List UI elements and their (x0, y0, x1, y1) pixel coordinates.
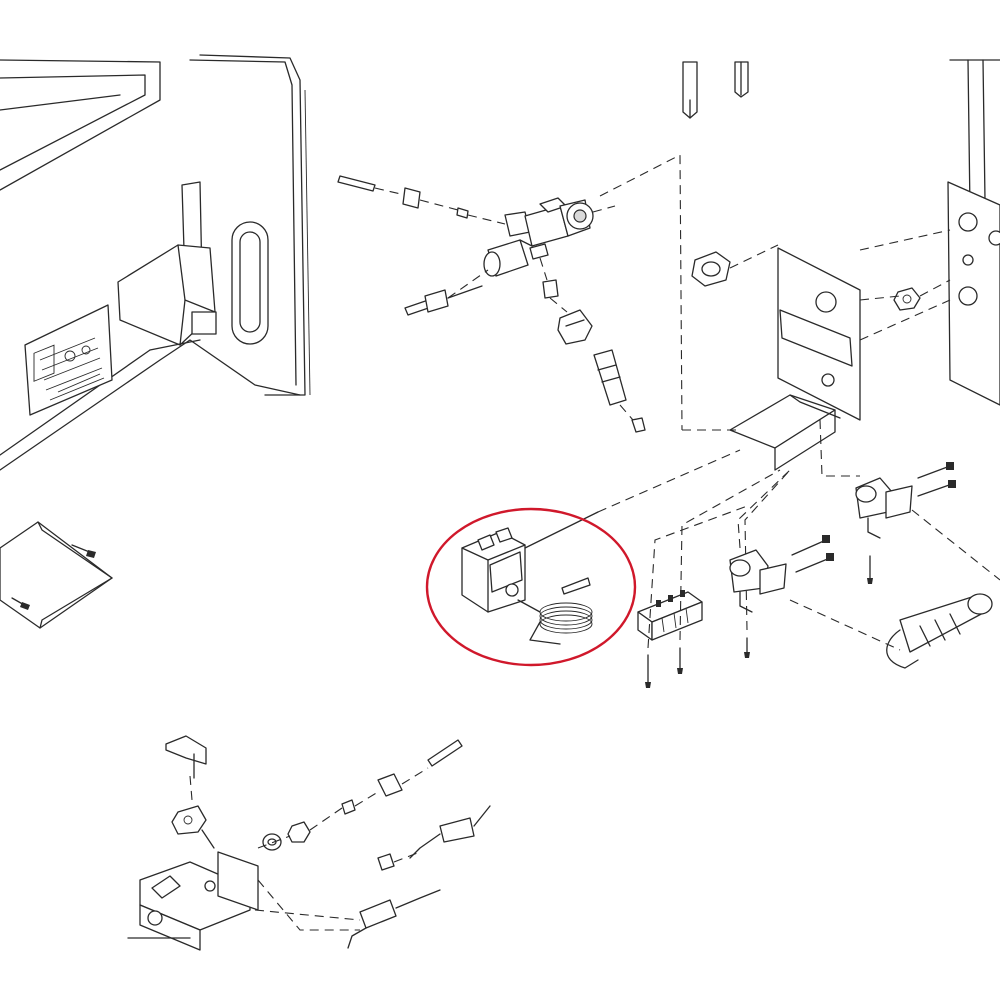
thermostat-with-capillary-bulb (425, 449, 741, 667)
cover-plate (0, 521, 113, 629)
rating-label-plate (24, 304, 113, 416)
lower-rod (427, 739, 463, 767)
nut-top (402, 187, 421, 209)
thermocouple (439, 817, 475, 843)
piezo-igniter (789, 593, 993, 669)
hex-nut-lower (557, 309, 593, 345)
highlight-circle (425, 507, 637, 667)
burner-clip-lower (729, 469, 834, 613)
cabinet-frame (0, 54, 311, 471)
small-hex-nut (893, 287, 921, 311)
top-pins (682, 59, 1000, 211)
lower-burner-assembly (127, 735, 491, 951)
lower-screw-head (171, 805, 207, 835)
terminal-screws (645, 637, 750, 688)
cover-screw-left (11, 597, 30, 610)
lower-nut (287, 821, 311, 843)
gas-valve-assembly (337, 175, 646, 433)
cover-screw-right (71, 544, 96, 558)
burner-clip-upper (819, 419, 1000, 584)
rod-top (337, 175, 376, 192)
small-clip (165, 735, 207, 765)
injector-tube (593, 349, 627, 406)
mounting-bracket-assembly (599, 154, 1000, 471)
electrode (359, 899, 397, 929)
capillary-coil (517, 577, 593, 645)
terminal-block (637, 469, 791, 688)
lower-fitting (377, 773, 403, 797)
